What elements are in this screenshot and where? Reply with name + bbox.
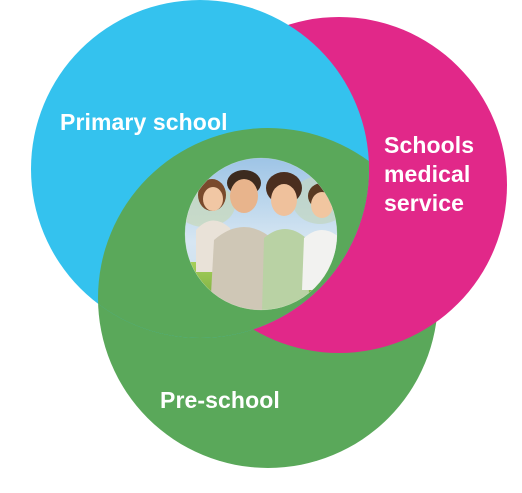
primary-school-label-line: Primary school [60,109,228,135]
family-photo [185,158,337,310]
medical-label-line-1: Schools [384,132,475,158]
primary-school-label: Primary school [60,108,228,137]
schools-medical-service-label: Schools medical service [384,131,474,218]
pre-school-label-line: Pre-school [160,387,280,413]
photo-frame [184,157,338,311]
medical-label-line-3: service [384,190,464,216]
medical-label-line-2: medical [384,161,471,187]
pre-school-label: Pre-school [160,386,280,415]
